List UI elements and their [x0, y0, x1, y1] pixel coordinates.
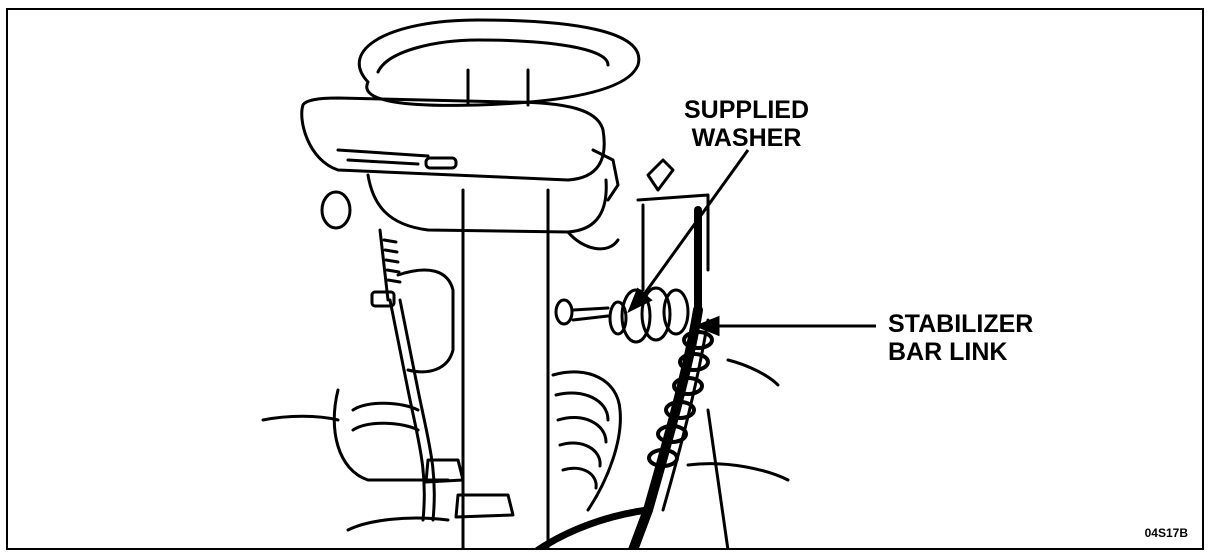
supplied-washer-label: SUPPLIED WASHER [684, 96, 809, 152]
stabilizer-bar-link-line1: STABILIZER [888, 310, 1034, 338]
supplied-washer-line2: WASHER [691, 124, 802, 152]
strut-assembly-illustration [261, 18, 876, 548]
link-bushings [647, 330, 714, 468]
figure-id: 04S17B [1144, 526, 1188, 540]
diagram-frame: SUPPLIED WASHER STABILIZER BAR LINK 04S1… [6, 8, 1204, 550]
coil-spring [357, 18, 641, 107]
supplied-washer-line1: SUPPLIED [684, 96, 810, 124]
supplied-washer-assembly [571, 286, 690, 344]
stabilizer-bar-link-line2: BAR LINK [888, 338, 1008, 366]
spring-seat [300, 96, 606, 182]
washer-leader-line [638, 149, 750, 301]
stabilizer-bar-link-label: STABILIZER BAR LINK [888, 310, 1033, 366]
cv-boot [551, 370, 622, 512]
brake-hose [378, 228, 390, 302]
